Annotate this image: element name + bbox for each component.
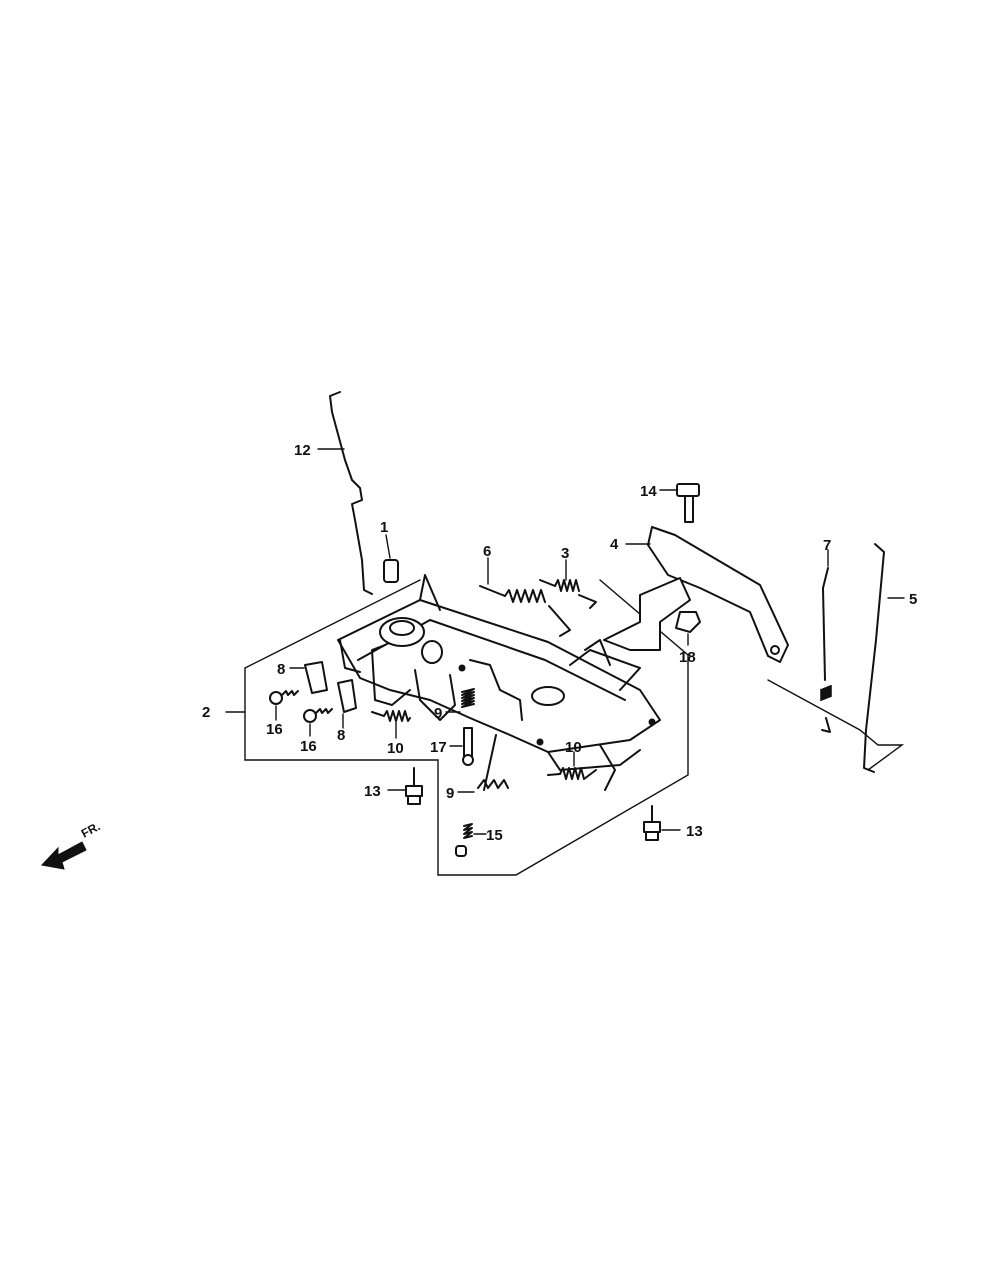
part-9-spring-b — [457, 734, 509, 793]
part-15-bolt — [455, 823, 487, 857]
assembly-outline-box-2 — [225, 579, 689, 876]
control-base-plate — [337, 574, 661, 791]
callout-8-a: 8 — [277, 661, 285, 678]
front-direction-arrow: FR. — [41, 819, 103, 870]
callout-6: 6 — [483, 543, 491, 560]
callout-16-a: 16 — [266, 721, 283, 738]
callout-13-b: 13 — [686, 823, 703, 840]
part-10-spring-a — [371, 710, 411, 739]
part-8-clamp-b — [337, 679, 357, 729]
callout-5: 5 — [909, 591, 917, 608]
callout-16-b: 16 — [300, 738, 317, 755]
callout-9-a: 9 — [434, 705, 442, 722]
front-arrow-label: FR. — [79, 819, 103, 840]
callout-8-b: 8 — [337, 727, 345, 744]
part-9-spring-a — [445, 688, 475, 713]
part-8-clamp-a — [289, 661, 328, 694]
part-3-spring — [539, 559, 597, 609]
part-14-bolt — [659, 483, 700, 523]
part-10-spring-b — [547, 751, 597, 780]
callout-18: 18 — [679, 649, 696, 666]
callout-7: 7 — [823, 537, 831, 554]
part-17-bolt — [449, 727, 474, 766]
part-16-screw-a — [269, 690, 299, 721]
callout-17: 17 — [430, 739, 447, 756]
part-16-screw-b — [303, 708, 333, 737]
part-13-bolt-a — [387, 767, 423, 805]
callout-12: 12 — [294, 442, 311, 459]
callout-10-b: 10 — [565, 739, 582, 756]
callout-14: 14 — [640, 483, 657, 500]
callout-15: 15 — [486, 827, 503, 844]
part-18-nut — [675, 611, 701, 646]
part-6-spring — [479, 557, 571, 637]
callout-10-a: 10 — [387, 740, 404, 757]
part-13-bolt-b — [643, 805, 681, 841]
callout-3: 3 — [561, 545, 569, 562]
part-1-clip — [383, 534, 399, 583]
callout-13-a: 13 — [364, 783, 381, 800]
callout-9-b: 9 — [446, 785, 454, 802]
callout-1: 1 — [380, 519, 388, 536]
part-7-spring — [820, 549, 832, 733]
callout-2: 2 — [202, 704, 210, 721]
part-12-rod — [317, 391, 373, 595]
callout-4: 4 — [610, 536, 619, 553]
part-4-lever-arm — [603, 526, 789, 663]
part-5-rod — [767, 543, 905, 773]
